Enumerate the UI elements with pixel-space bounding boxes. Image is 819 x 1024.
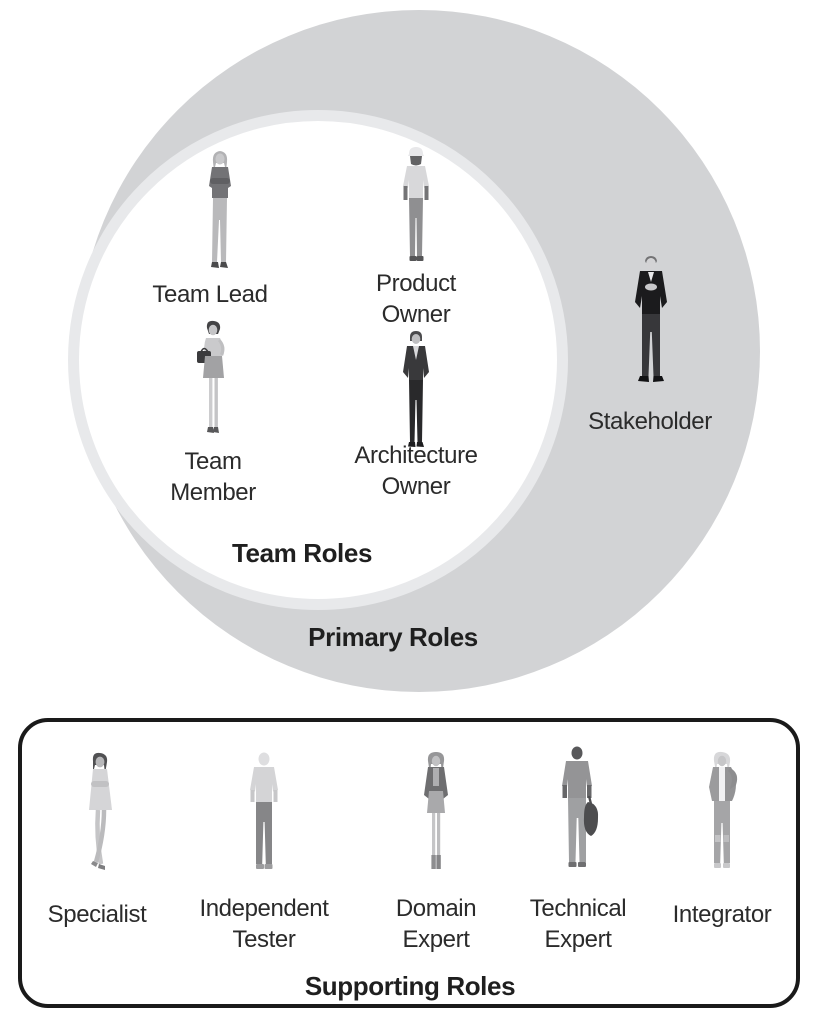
- domain-expert-label: Domain Expert: [395, 895, 477, 953]
- stakeholder-person-icon: [635, 256, 667, 382]
- team-roles-title: Team Roles: [231, 538, 373, 568]
- domain-expert-person-icon: [424, 752, 448, 869]
- primary-roles-title: Primary Roles: [308, 622, 478, 652]
- team-lead-person-icon: [209, 151, 231, 268]
- team-lead-label: Team Lead: [152, 281, 268, 308]
- stakeholder-label: Stakeholder: [588, 408, 712, 435]
- product-owner-label: Product Owner: [376, 270, 456, 328]
- specialist-label: Specialist: [47, 901, 147, 928]
- technical-expert-label: Technical Expert: [529, 895, 627, 953]
- supporting-roles-box: [18, 718, 800, 1008]
- architecture-owner-person-icon: [403, 331, 429, 447]
- team-roles-circle: [68, 110, 568, 610]
- integrator-person-icon: [709, 751, 738, 868]
- supporting-roles-title: Supporting Roles: [304, 971, 516, 1001]
- independent-tester-person-icon: [250, 752, 278, 869]
- technical-expert-person-icon: [562, 746, 599, 867]
- independent-tester-label: Independent Tester: [199, 895, 329, 953]
- team-member-person-icon: [197, 320, 225, 433]
- integrator-label: Integrator: [672, 901, 772, 928]
- team-member-label: Team Member: [170, 448, 256, 506]
- product-owner-person-icon: [403, 147, 429, 261]
- specialist-person-icon: [89, 752, 112, 870]
- architecture-owner-label: Architecture Owner: [354, 442, 478, 500]
